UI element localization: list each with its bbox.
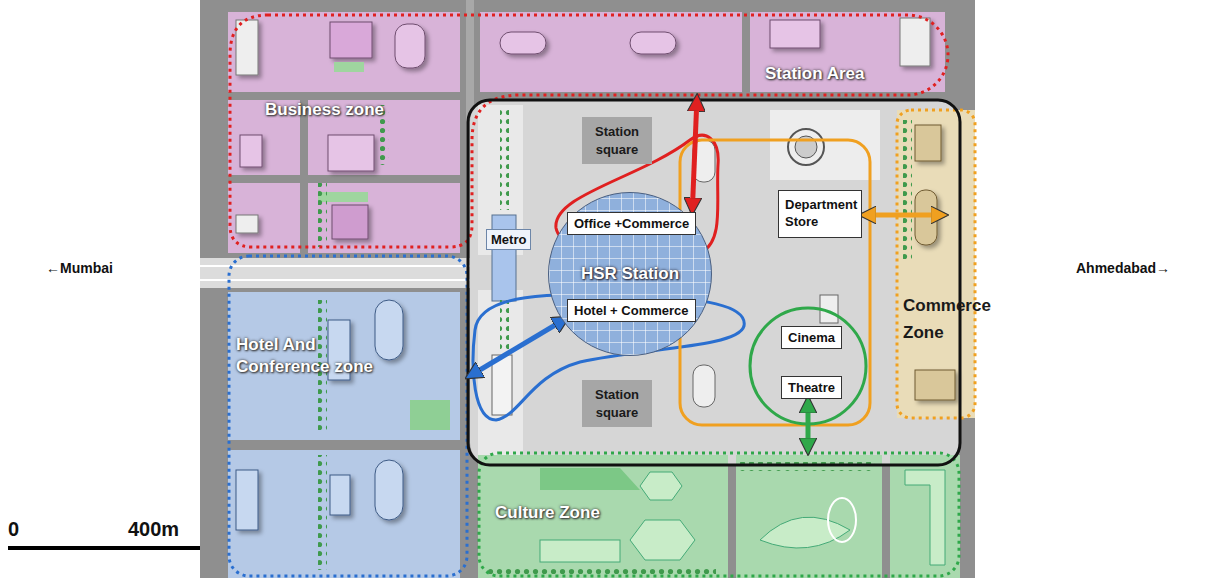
office-commerce-box: Office +Commerce — [567, 212, 696, 235]
box-label: HSR Station — [581, 264, 679, 284]
commerce-zone: Commerce Zone — [897, 110, 975, 418]
direction-label: ←Mumbai — [46, 260, 113, 276]
zone-label: Business zone — [265, 100, 384, 120]
hotel-commerce-box: Hotel + Commerce — [567, 299, 696, 322]
department-store-box: Department Store — [778, 190, 862, 238]
metro-box: Metro — [486, 229, 531, 250]
zone-label: Hotel And Conference zone — [236, 334, 406, 378]
link-arrow — [862, 213, 945, 218]
box-label: Metro — [491, 232, 526, 247]
box-label: Station square — [594, 386, 640, 421]
box-label: Station square — [594, 123, 640, 158]
cinema-box: Cinema — [781, 326, 842, 349]
theatre-box: Theatre — [781, 376, 842, 399]
link-arrow — [692, 97, 697, 212]
link-arrow — [806, 399, 811, 452]
direction-label: Ahmedabad→ — [1076, 260, 1170, 276]
zone-label: Station Area — [765, 64, 865, 84]
link-arrow — [468, 318, 567, 377]
zone-label: Culture Zone — [495, 503, 600, 523]
box-label: Department Store — [785, 197, 855, 231]
box-label: Theatre — [788, 380, 835, 395]
box-label: Hotel + Commerce — [574, 303, 689, 318]
scale-label: 0 — [8, 518, 19, 541]
station-area: Station AreaStation squareMetroHSR Stati… — [468, 100, 960, 465]
box-label: Office +Commerce — [574, 216, 689, 231]
culture-zone: Culture Zone — [478, 452, 960, 578]
box-label: Cinema — [788, 330, 835, 345]
station-square: Station square — [582, 117, 652, 164]
scale-label: 400m — [128, 518, 179, 541]
station-square: Station square — [582, 380, 652, 427]
zone-label: Commerce Zone — [903, 292, 1023, 346]
hotel-conference-zone: Hotel And Conference zone — [228, 255, 468, 578]
